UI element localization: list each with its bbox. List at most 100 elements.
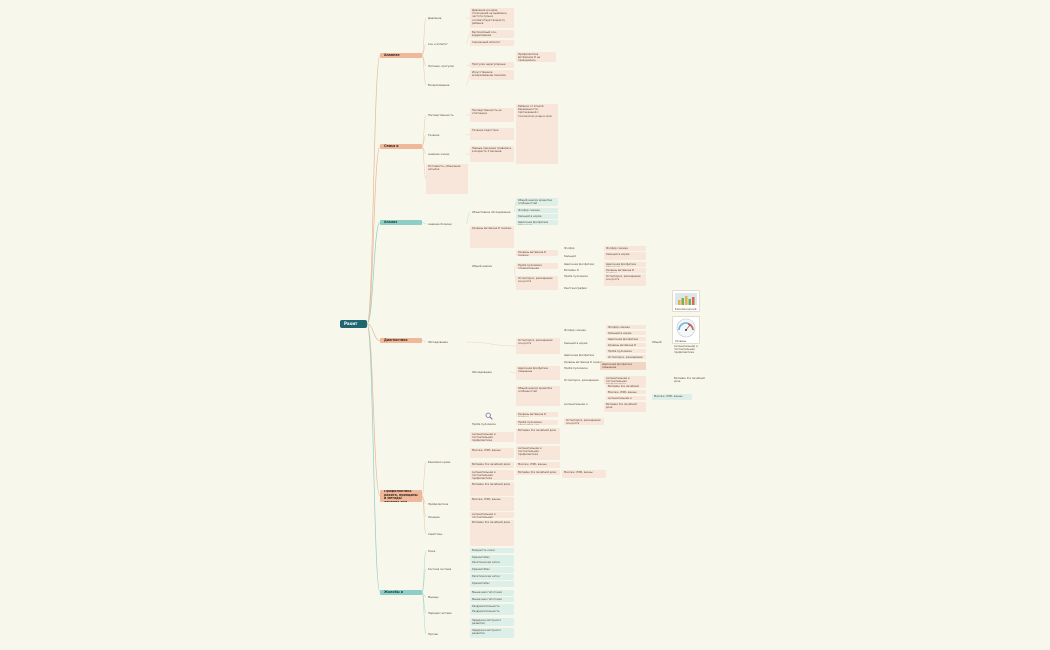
label-sleep[interactable]: Сон и аппетит (428, 43, 448, 46)
symptom-muscles: Мышечная гипотония (470, 590, 514, 596)
bar-chart-illustration (675, 293, 697, 305)
text-treat-3: Антенатальная и постнатальная профилакти… (470, 512, 514, 518)
label-biochem[interactable]: Биохимия крови (428, 461, 451, 464)
text-prev-3: Массаж, ЛФК, ванны (470, 448, 514, 458)
symptom-nervous: Раздражительность (470, 604, 514, 609)
connector (421, 340, 427, 343)
text-objective-exam: Объективное обследование (472, 211, 511, 214)
gauge-illustration (676, 318, 696, 338)
label-life-history[interactable]: Анамнез жизни (428, 153, 450, 156)
connector (421, 550, 427, 593)
text-diag-note: Общий анализ крови без особенностей (516, 386, 560, 406)
connector (421, 592, 427, 635)
row-vitd: Уровень витамина D снижен (564, 361, 604, 364)
label-muscles[interactable]: Мышцы (428, 596, 439, 599)
branch-prevention-treatment[interactable]: Профилактика рахита, принципы и методы л… (380, 490, 422, 502)
connector (465, 211, 471, 225)
row-calcium: Кальций в норме (564, 342, 588, 345)
connector (421, 495, 427, 535)
value-alk-phos: Щелочная фосфатаза повышена (604, 262, 646, 267)
text-general-blood: Общий анализ крови без особенностей (516, 198, 558, 206)
list-calcium: Кальций в норме (606, 331, 646, 335)
label-pressure[interactable]: Давление (428, 17, 442, 20)
row-alk-phos: Щелочная фосфатаза повышена (564, 354, 594, 357)
label-xray[interactable]: Рентгенография (564, 287, 587, 290)
label-disease-history[interactable]: Анамнез болезни (428, 223, 452, 226)
text-life-history: Ребенок от второй беременности, протекав… (516, 104, 558, 164)
connector (366, 55, 381, 325)
list-treatment-3: Антенатальная и постнатальная профилакти… (606, 396, 646, 400)
label-diag-sub[interactable]: Проба Сулковича отрицательная (472, 423, 496, 426)
chart-image-card: Биохимический анализ (672, 290, 700, 312)
connector (421, 55, 427, 67)
text-vitd-prophylaxis: Профилактика витамином D не проводилась (516, 52, 556, 62)
branch-family[interactable]: Семья и наследственность (380, 144, 422, 149)
row-phosphorus: Фосфор снижен (564, 329, 586, 332)
connector (421, 146, 427, 155)
value-xray: Остеопороз, расширение зон роста (604, 274, 646, 286)
label-exam-sub[interactable]: Обследование (472, 371, 492, 374)
branch-diagnostics[interactable]: Диагностика (380, 338, 422, 343)
text-prev-4: Антенатальная и постнатальная профилакти… (516, 446, 560, 460)
branch-analysis[interactable]: Анализ (380, 220, 422, 225)
text-prev-9: Массаж, ЛФК, ванны (562, 470, 606, 478)
symptom-skull: Краниотабес (470, 555, 514, 560)
text-diag-summary: Остеопороз, расширение зон роста (516, 338, 560, 354)
list-sulkowicz: Проба Сулковича отрицательная (606, 349, 646, 353)
root-node[interactable]: Рахит ДС (340, 320, 367, 328)
text-treat-4: Витамин D в лечебной дозе (470, 520, 514, 546)
text-treat-1: Витамин D в лечебной дозе (470, 482, 514, 496)
side-note-4: Общий анализ крови без особенностей (652, 341, 662, 344)
value-vitd: Уровень витамина D снижен (604, 268, 646, 273)
text-pressure: Давление в норме, отклонений не выявлено… (470, 8, 514, 28)
label-vitd[interactable]: Витамин D (564, 269, 579, 272)
text-analysis-summary: Уровень витамина D снижен (470, 226, 514, 248)
connector (465, 133, 471, 136)
label-walks[interactable]: Питание, прогулки (428, 65, 455, 68)
text-diag-detail: Щелочная фосфатаза повышена (516, 366, 560, 380)
label-prevention[interactable]: Профилактика (428, 503, 449, 506)
label-course[interactable]: Течение (428, 134, 440, 137)
label-sulkowicz[interactable]: Проба Сулковича (564, 275, 588, 278)
label-exam[interactable]: Обследование (428, 341, 448, 344)
label-phosphorus[interactable]: Фосфор (564, 247, 575, 250)
connector (465, 64, 471, 67)
connector (465, 33, 471, 45)
connector (465, 341, 517, 347)
text-diag-sub-1: Уровень витамина D снижен (516, 412, 558, 417)
text-sulkowicz: Проба Сулковича отрицательная (516, 263, 558, 269)
label-alk-phos[interactable]: Щелочная фосфатаза (564, 263, 594, 266)
label-nervous[interactable]: Нервная система (428, 612, 452, 615)
label-calcium[interactable]: Кальций (564, 255, 576, 258)
connector (366, 323, 381, 593)
connector (366, 323, 381, 341)
text-prev-5: Витамин D в лечебной дозе (470, 462, 514, 468)
label-symptoms[interactable]: Симптомы (428, 533, 443, 536)
list-alk-phos: Щелочная фосфатаза повышена (606, 337, 646, 341)
label-feeding[interactable]: Вскармливание (428, 84, 450, 87)
label-bones[interactable]: Костная система (428, 568, 452, 571)
symptom-other: Задержка моторного развития (470, 618, 514, 626)
text-xray: Остеопороз, расширение зон роста (516, 276, 558, 290)
connector (421, 146, 427, 180)
search-icon[interactable] (485, 412, 493, 420)
connector (421, 55, 427, 86)
label-general-analysis[interactable]: Общий анализ (472, 265, 492, 268)
symptom-bones-3: Краниотабес (470, 581, 514, 587)
connector (421, 17, 427, 56)
row-sulkowicz: Проба Сулковича отрицательная (564, 367, 588, 370)
symptom-muscles-2: Мышечная гипотония (470, 597, 514, 602)
label-heredity[interactable]: Наследственность (428, 114, 454, 117)
branch-symptoms[interactable]: Жалобы и симптомы (380, 590, 422, 595)
connector (366, 146, 381, 325)
label-treatment[interactable]: Лечение (428, 516, 440, 519)
label-skin[interactable]: Кожа (428, 550, 436, 553)
connector (366, 323, 381, 497)
list-treatment-1: Витамин D в лечебной дозе (606, 384, 646, 388)
text-sweating: Потливость, облысение затылка (426, 164, 468, 194)
symptom-skin: Бледность кожи (470, 548, 514, 553)
branch-anamnesis[interactable]: Анамнез заболевания (380, 53, 422, 58)
text-walks: Прогулки нерегулярные (470, 62, 514, 68)
label-other[interactable]: Прочее (428, 633, 438, 636)
